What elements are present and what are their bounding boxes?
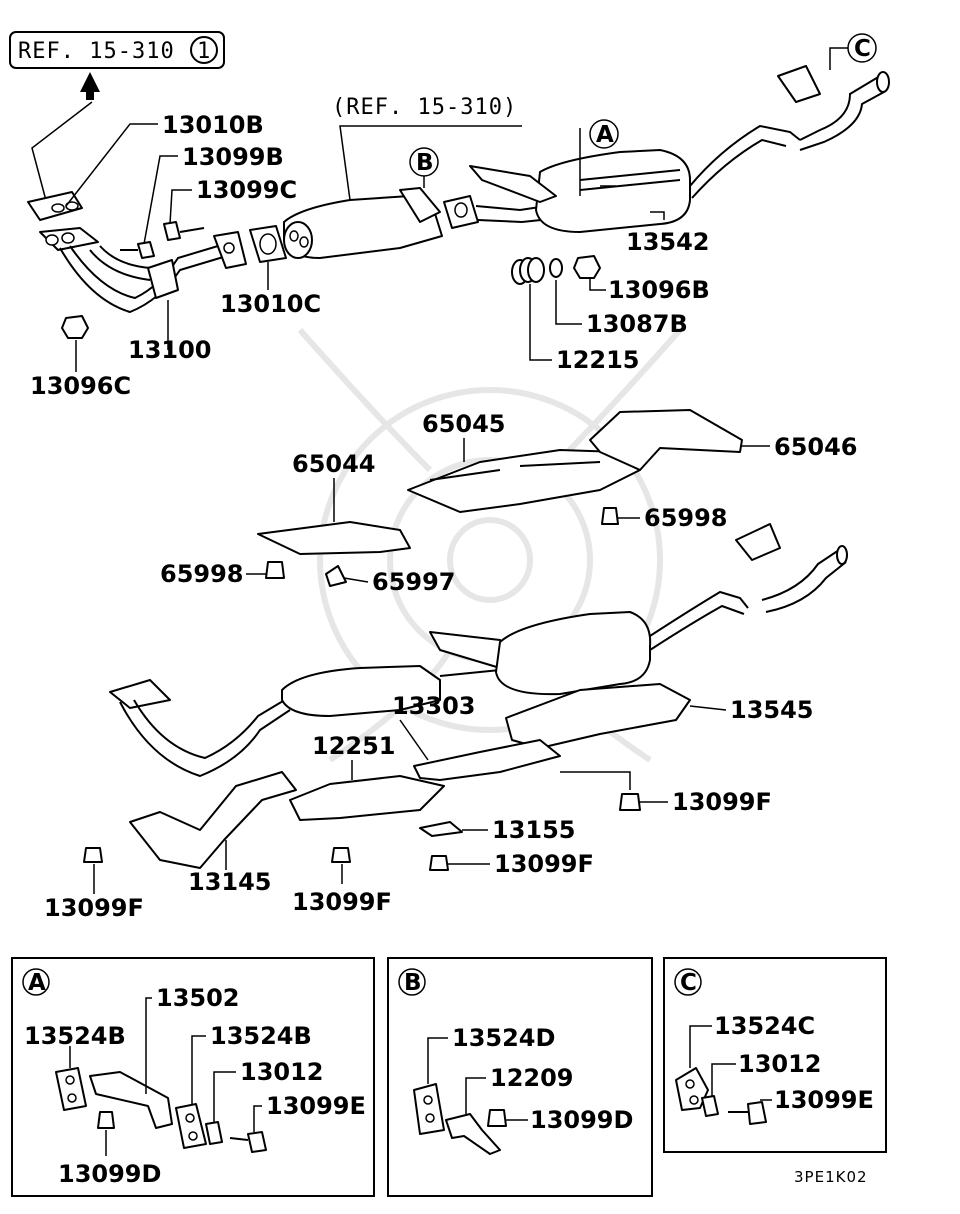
bolt-13099c-icon <box>163 221 181 241</box>
ref-box-text: REF. 15-310 <box>18 39 175 64</box>
detail-c-title: C <box>680 970 697 996</box>
ref-arrow-icon <box>80 72 100 100</box>
heat-protector-65046 <box>589 409 743 471</box>
bolt-13099f-a-icon <box>619 793 641 811</box>
part-label[interactable]: 13542 <box>626 228 710 256</box>
insulator-13524d-icon <box>413 1083 445 1135</box>
part-label[interactable]: 13545 <box>730 696 814 724</box>
lower-exhaust-assembly <box>109 523 848 778</box>
bolt-13099d-a-icon <box>97 1111 115 1129</box>
callout-c[interactable]: C <box>847 33 877 63</box>
heat-protector-65045 <box>407 449 641 513</box>
ref-box-number: 1 <box>197 39 211 64</box>
detail-a-label[interactable]: 13012 <box>240 1058 324 1086</box>
part-label[interactable]: 12251 <box>312 732 396 760</box>
heat-protector-13545 <box>505 683 691 749</box>
detail-c-label[interactable]: 13099E <box>774 1086 874 1114</box>
part-label[interactable]: 13010C <box>220 290 321 318</box>
part-label[interactable]: 13145 <box>188 868 272 896</box>
part-labels: 13010B 13099B 13099C 13100 13096C 13010C… <box>30 111 858 922</box>
detail-a-label[interactable]: 13099D <box>58 1160 161 1188</box>
bracket-12209-icon <box>445 1113 501 1155</box>
muffler-top <box>443 65 890 233</box>
diagram-code: 3PE1K02 <box>794 1168 868 1186</box>
part-label[interactable]: 13099B <box>182 143 284 171</box>
heat-protector-13145 <box>129 771 297 869</box>
ref-box[interactable]: REF. 15-310 1 <box>9 31 225 69</box>
catalytic-converter <box>283 187 443 259</box>
part-label[interactable]: 65998 <box>160 560 244 588</box>
detail-a-label[interactable]: 13524B <box>210 1022 312 1050</box>
detail-b-label[interactable]: 13099D <box>530 1106 633 1134</box>
part-label[interactable]: 13099F <box>44 894 144 922</box>
part-label[interactable]: 13303 <box>392 692 476 720</box>
bolt-65998-left-icon <box>265 561 285 579</box>
svg-text:A: A <box>596 122 614 148</box>
nut-13096c-icon <box>61 315 89 339</box>
detail-a-label[interactable]: 13524B <box>24 1022 126 1050</box>
callout-a[interactable]: A <box>589 119 619 149</box>
bolt-13099e-a-icon <box>247 1131 267 1153</box>
part-label[interactable]: 65997 <box>372 568 456 596</box>
insulator-13524b-right-icon <box>175 1103 207 1149</box>
detail-box-a: A 13502 13524B 13524B 13012 13099E 13099… <box>11 957 375 1197</box>
part-label[interactable]: 13099C <box>196 176 297 204</box>
spring-12215-icon <box>511 257 545 285</box>
part-label[interactable]: 13100 <box>128 336 212 364</box>
insulator-13524b-left-icon <box>55 1067 87 1111</box>
bracket-13155-icon <box>419 821 463 837</box>
nut-13096b-icon <box>573 255 601 279</box>
part-label[interactable]: 13099F <box>672 788 772 816</box>
bolt-65998-right-icon <box>601 507 619 525</box>
detail-box-c: C 13524C 13012 13099E <box>663 957 887 1153</box>
part-label[interactable]: 13096B <box>608 276 710 304</box>
leader-lines <box>65 123 770 894</box>
detail-box-b: B 13524D 12209 13099D <box>387 957 653 1197</box>
detail-b-label[interactable]: 12209 <box>490 1064 574 1092</box>
bracket-13502-icon <box>89 1071 173 1129</box>
front-pipe-assembly <box>27 191 247 314</box>
bolt-13099d-b-icon <box>487 1109 507 1127</box>
detail-b-label[interactable]: 13524D <box>452 1024 555 1052</box>
part-label[interactable]: 13099F <box>292 888 392 916</box>
collar-13012-c-icon <box>701 1095 719 1117</box>
bolt-13099b-icon <box>137 241 155 259</box>
svg-text:C: C <box>854 36 871 62</box>
heat-protector-13303 <box>413 739 561 781</box>
svg-text:B: B <box>416 150 434 176</box>
clip-65997-icon <box>325 565 347 587</box>
part-label[interactable]: 13087B <box>586 310 688 338</box>
detail-b-title: B <box>404 970 422 996</box>
detail-c-label[interactable]: 13524C <box>714 1012 815 1040</box>
part-label[interactable]: 65044 <box>292 450 376 478</box>
detail-a-title: A <box>28 970 46 996</box>
part-label[interactable]: 13096C <box>30 372 131 400</box>
bolt-13099f-d-icon <box>83 847 103 863</box>
seat-13087b-icon <box>549 258 563 278</box>
part-label[interactable]: 13010B <box>162 111 264 139</box>
part-label[interactable]: 65045 <box>422 410 506 438</box>
ref-center-label: (REF. 15-310) <box>332 95 517 120</box>
part-label[interactable]: 13099F <box>494 850 594 878</box>
detail-a-label[interactable]: 13099E <box>266 1092 366 1120</box>
bolt-13099e-c-icon <box>747 1101 767 1125</box>
part-label[interactable]: 12215 <box>556 346 640 374</box>
bolt-13099f-c-icon <box>331 847 351 863</box>
bolt-13099f-b-icon <box>429 855 449 871</box>
callout-b[interactable]: B <box>409 147 439 177</box>
part-label[interactable]: 13155 <box>492 816 576 844</box>
heat-protector-65044 <box>257 521 411 555</box>
part-label[interactable]: 65046 <box>774 433 858 461</box>
collar-13012-a-icon <box>205 1121 223 1145</box>
heat-protector-12251 <box>289 775 445 821</box>
part-label[interactable]: 65998 <box>644 504 728 532</box>
detail-c-label[interactable]: 13012 <box>738 1050 822 1078</box>
detail-a-label[interactable]: 13502 <box>156 984 240 1012</box>
